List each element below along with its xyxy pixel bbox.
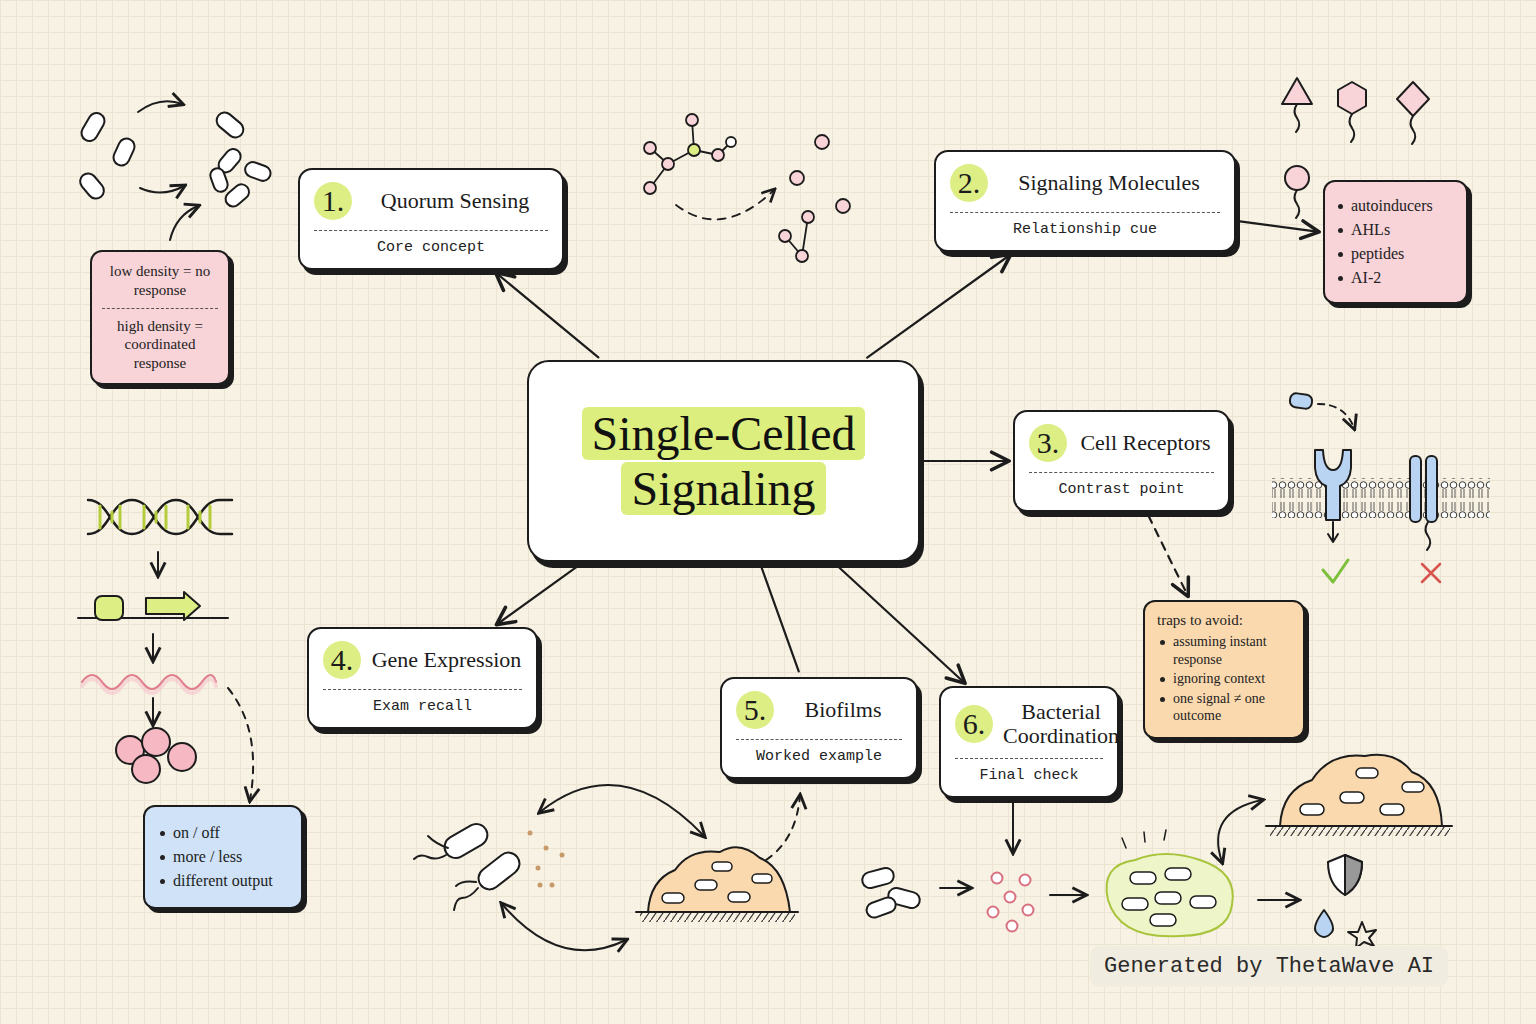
topic-cue: Core concept [314, 230, 548, 256]
watermark: Generated by ThetaWave AI [1090, 946, 1448, 987]
bacteria-dense [208, 109, 272, 209]
list-item: peptides [1335, 244, 1456, 264]
connector [497, 274, 598, 358]
topic-heading: Gene Expression [371, 648, 522, 672]
trap-item: ignoring context [1157, 670, 1291, 688]
connector [761, 566, 799, 672]
topic-cue: Contrast point [1029, 472, 1214, 498]
topic-heading: Biofilms [784, 698, 902, 722]
molecule-list: autoinducersAHLs peptidesAI-2 [1323, 180, 1468, 304]
density-note: low density = no response high density = … [90, 250, 230, 385]
topic-cue: Exam recall [323, 689, 522, 715]
biofilm-mound [636, 796, 800, 922]
connector [924, 460, 1007, 462]
step-number: 5. [736, 691, 774, 729]
topic-box: 1. Quorum SensingCore concept [298, 168, 564, 270]
topic-box: 3. Cell ReceptorsContrast point [1013, 410, 1230, 512]
topic-box: 4. Gene ExpressionExam recall [307, 627, 538, 729]
step-number: 2. [950, 164, 988, 202]
bacteria-sparse [77, 110, 137, 202]
trap-item: one signal ≠ one outcome [1157, 690, 1291, 725]
step-number: 1. [314, 182, 352, 220]
note-heading: traps to avoid: [1157, 612, 1291, 629]
topic-cue: Final check [955, 758, 1103, 784]
list-item: more / less [157, 847, 289, 867]
topic-box: 6. Bacterial CoordinationFinal check [939, 686, 1119, 798]
output-list: on / off more / less different output [143, 805, 303, 909]
connector [836, 565, 963, 682]
list-item: AI-2 [1335, 268, 1456, 288]
topic-heading: Cell Receptors [1077, 431, 1214, 455]
step-number: 4. [323, 641, 361, 679]
topic-heading: Signaling Molecules [998, 171, 1220, 195]
title-text: Single-Celled Signaling [545, 406, 902, 516]
list-item: AHLs [1335, 220, 1456, 240]
topic-heading: Bacterial Coordination [1003, 700, 1119, 748]
list-item: different output [157, 871, 289, 891]
step-number: 3. [1029, 424, 1067, 462]
connector [1240, 221, 1317, 231]
traps-note: traps to avoid: assuming instant response… [1143, 600, 1305, 739]
cell-membrane [1272, 393, 1490, 582]
topic-heading: Quorum Sensing [362, 189, 548, 213]
trap-item: assuming instant response [1157, 633, 1291, 668]
density-rule: low density = no response [102, 262, 218, 300]
connector [1148, 516, 1187, 595]
connector [867, 256, 1009, 358]
flagellated-bacteria [414, 785, 704, 950]
topic-box: 2. Signaling MoleculesRelationship cue [934, 150, 1236, 252]
topic-box: 5. BiofilmsWorked example [720, 677, 918, 779]
biofilm-top-right [1266, 755, 1452, 836]
density-rule: high density = coordinated response [102, 308, 218, 373]
topic-cue: Worked example [736, 739, 902, 765]
list-item: on / off [157, 823, 289, 843]
connector [498, 564, 580, 623]
list-item: autoinducers [1335, 196, 1456, 216]
molecule-network [644, 114, 850, 262]
topic-cue: Relationship cue [950, 212, 1220, 238]
dna-helix [78, 500, 253, 800]
central-topic: Single-Celled Signaling [527, 360, 920, 562]
step-number: 6. [955, 705, 993, 743]
